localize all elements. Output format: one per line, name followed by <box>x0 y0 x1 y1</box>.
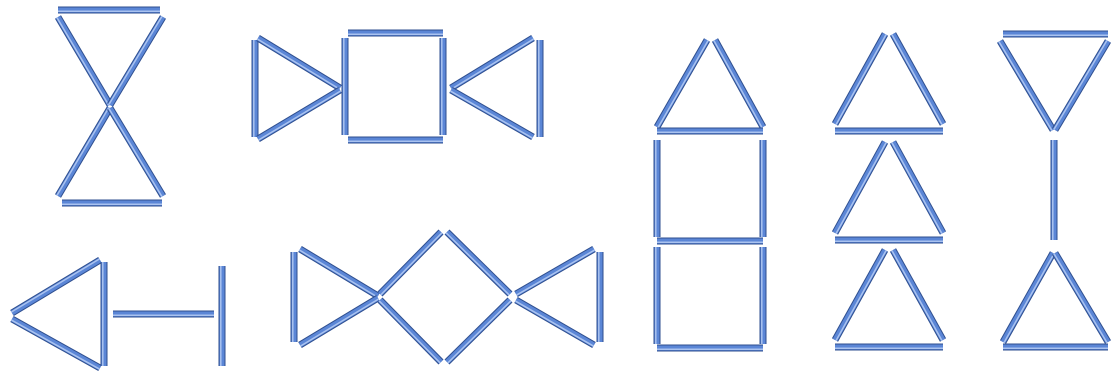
matchstick <box>11 319 100 369</box>
matchstick <box>1054 253 1108 343</box>
matchstick <box>539 40 540 137</box>
matchstick <box>714 40 763 128</box>
matchstick <box>348 33 443 34</box>
matchstick <box>109 108 163 197</box>
matchstick <box>835 34 886 125</box>
matchstick <box>657 40 708 128</box>
matchstick <box>379 300 441 363</box>
matchstick <box>657 241 763 242</box>
matchstick <box>451 38 534 89</box>
matchstick <box>113 314 214 315</box>
bowtie-square-figure <box>254 33 540 141</box>
matchstick <box>835 347 943 348</box>
matchstick <box>1003 253 1054 343</box>
matchstick <box>835 131 943 132</box>
matchstick <box>300 298 379 346</box>
matchstick <box>762 247 763 344</box>
matchstick <box>254 40 255 137</box>
inverted-triangle-post-figure <box>999 34 1108 348</box>
matchstick <box>442 38 443 135</box>
matchstick <box>999 41 1053 131</box>
matchstick <box>348 140 443 141</box>
matchstick <box>221 266 222 366</box>
arrow-t-figure <box>11 259 222 369</box>
matchstick <box>58 10 160 11</box>
matchstick <box>344 38 345 135</box>
matchstick <box>657 131 763 132</box>
matchstick <box>109 16 163 105</box>
matchstick <box>380 232 442 295</box>
matchstick <box>892 250 943 341</box>
matchstick <box>257 38 340 89</box>
matchstick <box>447 300 511 363</box>
matchstick <box>1003 347 1108 348</box>
matchstick <box>57 17 110 106</box>
diamond-bowtie-figure <box>293 232 600 363</box>
matchstick <box>57 107 110 196</box>
matchstick <box>62 203 162 204</box>
matchstick <box>835 240 943 241</box>
matchstick <box>11 259 100 313</box>
matchstick <box>1003 34 1108 35</box>
matchstick <box>835 250 886 341</box>
matchstick <box>657 348 763 349</box>
matchstick <box>516 249 595 295</box>
matchstick <box>762 140 763 237</box>
matchstick <box>258 90 341 140</box>
matchstick <box>892 142 943 234</box>
triangle-stack-figure <box>835 34 943 348</box>
hourglass-figure <box>57 10 163 204</box>
matchstick <box>293 252 294 342</box>
matchstick <box>103 262 104 366</box>
matchstick <box>892 34 943 125</box>
matchstick <box>599 252 600 342</box>
matchstick <box>450 90 533 138</box>
matchstick <box>656 247 657 344</box>
matchstick <box>515 300 594 346</box>
matchstick <box>1054 40 1108 130</box>
matchstick <box>656 140 657 237</box>
matchstick <box>835 142 886 234</box>
matchstick <box>299 249 378 297</box>
matchstick <box>1053 140 1054 240</box>
matchstick <box>446 232 510 295</box>
house-figure <box>656 40 763 349</box>
